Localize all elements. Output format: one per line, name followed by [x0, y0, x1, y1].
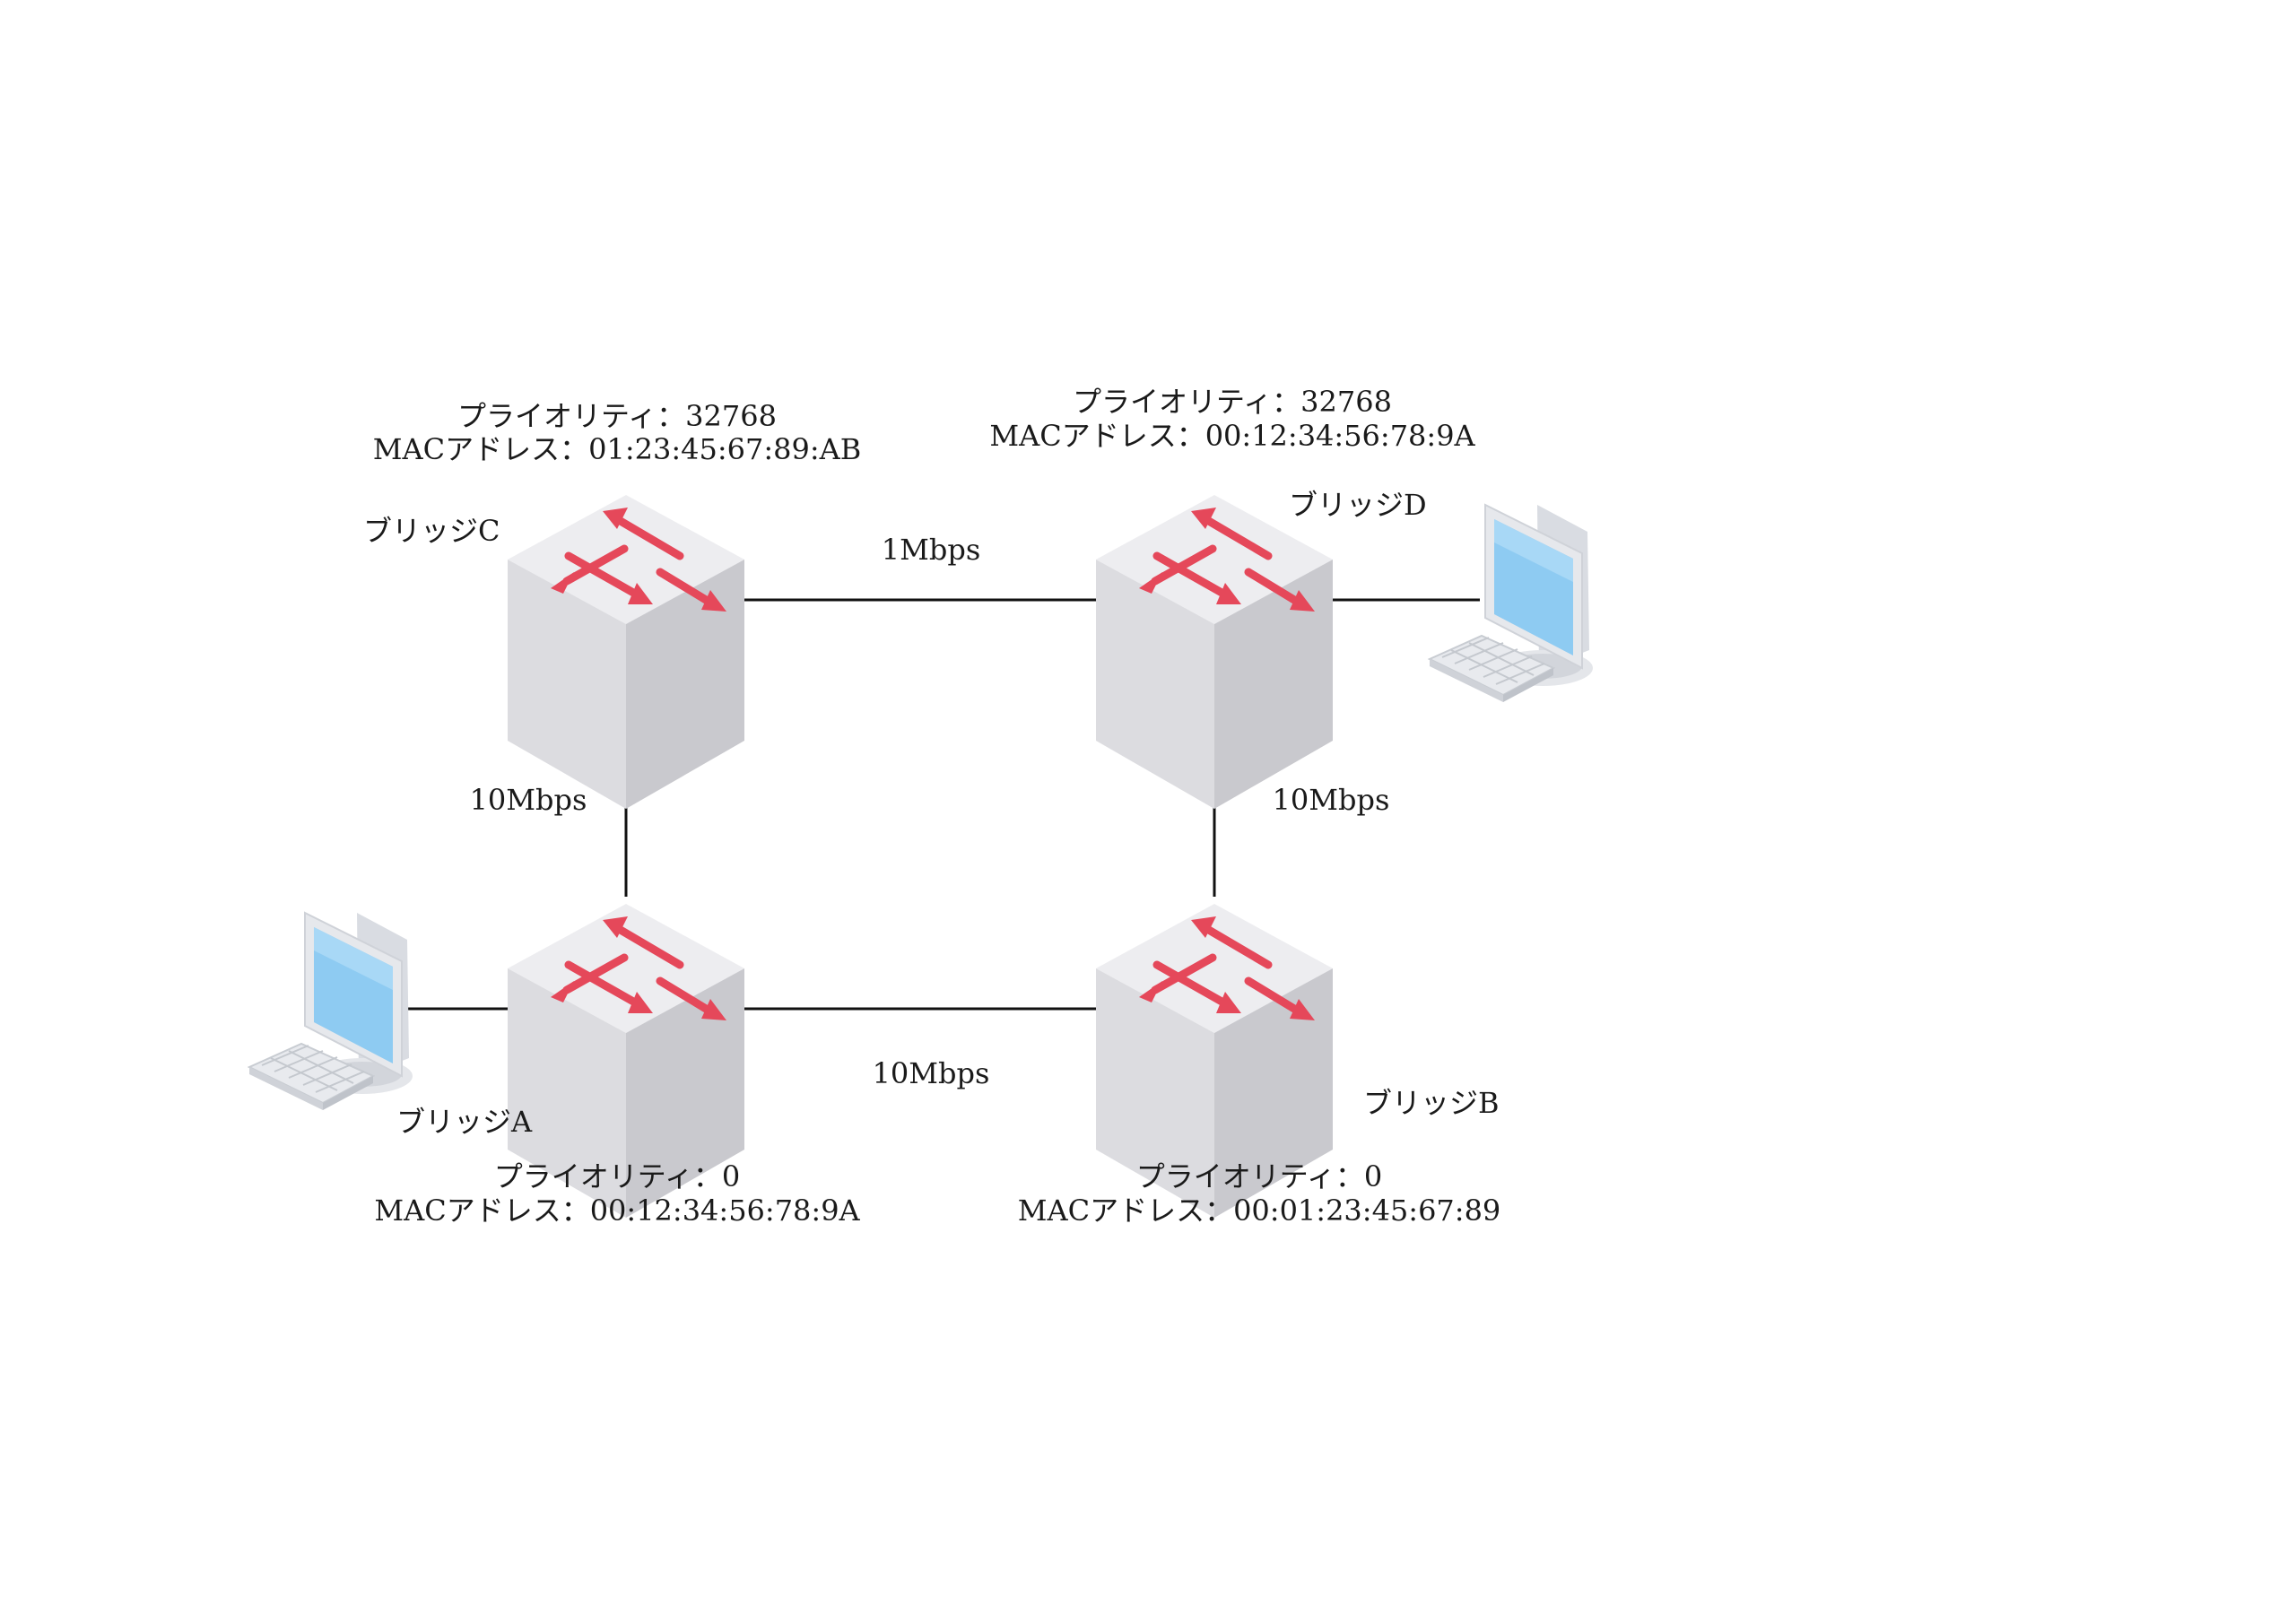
link-a-b-bandwidth: 10Mbps	[873, 1056, 990, 1090]
bridge-b-priority: プライオリティ：0	[1136, 1159, 1382, 1193]
link-d-b-bandwidth: 10Mbps	[1273, 783, 1390, 817]
bridge-b-name: ブリッジB	[1363, 1086, 1500, 1120]
link-c-a-bandwidth: 10Mbps	[470, 783, 587, 817]
pc-d-desktop-computer-icon	[1429, 504, 1594, 703]
bridge-c-name: ブリッジC	[363, 514, 500, 548]
bridge-d-priority: プライオリティ：32768	[1073, 385, 1392, 419]
bridge-b-mac: MACアドレス：00:01:23:45:67:89	[1018, 1193, 1501, 1228]
bridge-a-mac: MACアドレス：00:12:34:56:78:9A	[374, 1193, 860, 1228]
bridge-c-mac: MACアドレス：01:23:45:67:89:AB	[373, 432, 862, 466]
bridge-a-name: ブリッジA	[396, 1105, 533, 1139]
link-c-d-bandwidth: 1Mbps	[882, 533, 981, 567]
bridge-a-priority: プライオリティ：0	[494, 1159, 740, 1193]
pc-a-desktop-computer-icon	[248, 912, 413, 1111]
bridge-c-switch-icon	[508, 495, 744, 809]
bridge-d-mac: MACアドレス：00:12:34:56:78:9A	[989, 419, 1475, 453]
bridge-d-switch-icon	[1096, 495, 1333, 809]
bridge-d-name: ブリッジD	[1289, 488, 1427, 522]
bridge-c-priority: プライオリティ：32768	[457, 399, 777, 433]
